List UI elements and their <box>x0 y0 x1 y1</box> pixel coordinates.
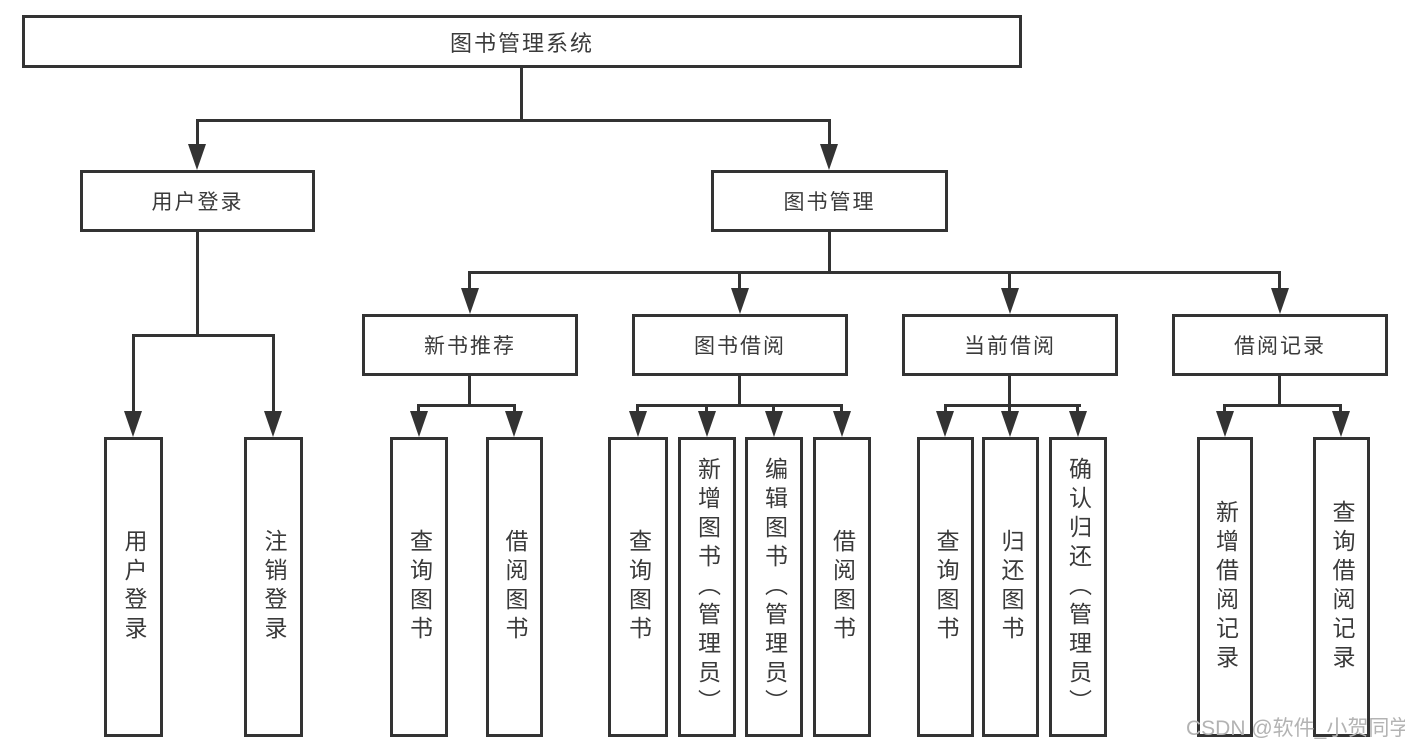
leaf-label: 借阅图书 <box>829 529 856 645</box>
arrow-down-icon <box>505 411 523 437</box>
arrow-down-icon <box>765 411 783 437</box>
node-add-books-admin: 新增图书（管理员） <box>678 437 736 737</box>
connector-segment <box>944 404 947 413</box>
node-logout: 注销登录 <box>244 437 303 737</box>
connector-segment <box>738 376 741 406</box>
node-user-login-leaf: 用户登录 <box>104 437 163 737</box>
connector-segment <box>828 232 831 273</box>
arrow-down-icon <box>833 411 851 437</box>
node-new-book-recommend: 新书推荐 <box>362 314 578 376</box>
connector-segment <box>1339 404 1342 413</box>
arrow-down-icon <box>461 288 479 314</box>
node-query-borrow-record: 查询借阅记录 <box>1313 437 1370 737</box>
leaf-label: 注销登录 <box>261 529 287 645</box>
connector-segment <box>468 376 471 406</box>
node-query-books-under-current: 查询图书 <box>917 437 974 737</box>
node-borrow-books-under-borrowing: 借阅图书 <box>813 437 871 737</box>
leaf-label: 新增图书（管理员） <box>694 456 721 718</box>
connector-segment <box>132 334 274 337</box>
connector-segment <box>738 271 741 289</box>
arrow-down-icon <box>1216 411 1234 437</box>
connector-segment <box>417 404 516 407</box>
connector-segment <box>1278 271 1281 289</box>
connector-segment <box>468 271 1281 274</box>
arrow-down-icon <box>1001 288 1019 314</box>
connector-segment <box>1008 376 1011 406</box>
node-library-management-system: 图书管理系统 <box>22 15 1022 68</box>
connector-segment <box>840 404 843 413</box>
connector-segment <box>520 68 523 120</box>
connector-segment <box>272 334 275 413</box>
node-add-borrow-record: 新增借阅记录 <box>1197 437 1253 737</box>
connector-segment <box>1278 376 1281 406</box>
arrow-down-icon <box>124 411 142 437</box>
leaf-label: 查询图书 <box>933 529 959 645</box>
leaf-label: 查询图书 <box>406 529 433 645</box>
leaf-label: 归还图书 <box>998 529 1024 645</box>
leaf-label: 确认归还（管理员） <box>1065 456 1092 718</box>
node-user-login: 用户登录 <box>80 170 315 232</box>
connector-segment <box>196 232 199 336</box>
connector-segment <box>1223 404 1342 407</box>
leaf-label: 新增借阅记录 <box>1212 500 1239 674</box>
arrow-down-icon <box>698 411 716 437</box>
connector-segment <box>772 404 775 413</box>
node-book-borrowing: 图书借阅 <box>632 314 848 376</box>
connector-segment <box>132 334 135 413</box>
node-query-books-under-recommend: 查询图书 <box>390 437 448 737</box>
arrow-down-icon <box>1332 411 1350 437</box>
leaf-label: 查询图书 <box>625 529 652 645</box>
connector-segment <box>1223 404 1226 413</box>
leaf-label: 编辑图书（管理员） <box>761 456 788 718</box>
leaf-label: 用户登录 <box>121 529 147 645</box>
watermark: CSDN @软件_小贺同学 <box>1186 717 1405 740</box>
node-book-management: 图书管理 <box>711 170 948 232</box>
connector-segment <box>196 119 831 122</box>
connector-segment <box>636 404 843 407</box>
arrow-down-icon <box>820 144 838 170</box>
arrow-down-icon <box>936 411 954 437</box>
connector-segment <box>417 404 420 413</box>
arrow-down-icon <box>1069 411 1087 437</box>
node-return-books: 归还图书 <box>982 437 1039 737</box>
node-borrow-books-under-recommend: 借阅图书 <box>486 437 543 737</box>
node-edit-books-admin: 编辑图书（管理员） <box>745 437 803 737</box>
connector-segment <box>513 404 516 413</box>
arrow-down-icon <box>1001 411 1019 437</box>
connector-segment <box>1076 404 1079 413</box>
connector-segment <box>1008 271 1011 289</box>
node-borrowing-records: 借阅记录 <box>1172 314 1388 376</box>
connector-segment <box>1008 404 1011 413</box>
arrow-down-icon <box>731 288 749 314</box>
arrow-down-icon <box>264 411 282 437</box>
connector-segment <box>944 404 1081 407</box>
connector-segment <box>705 404 708 413</box>
node-confirm-return-admin: 确认归还（管理员） <box>1049 437 1107 737</box>
connector-segment <box>828 119 831 147</box>
arrow-down-icon <box>410 411 428 437</box>
connector-segment <box>636 404 639 413</box>
arrow-down-icon <box>188 144 206 170</box>
connector-segment <box>196 119 199 147</box>
node-current-borrowing: 当前借阅 <box>902 314 1118 376</box>
connector-segment <box>468 271 471 289</box>
leaf-label: 借阅图书 <box>502 529 528 645</box>
leaf-label: 查询借阅记录 <box>1329 500 1355 674</box>
node-query-books-under-borrowing: 查询图书 <box>608 437 668 737</box>
arrow-down-icon <box>629 411 647 437</box>
arrow-down-icon <box>1271 288 1289 314</box>
